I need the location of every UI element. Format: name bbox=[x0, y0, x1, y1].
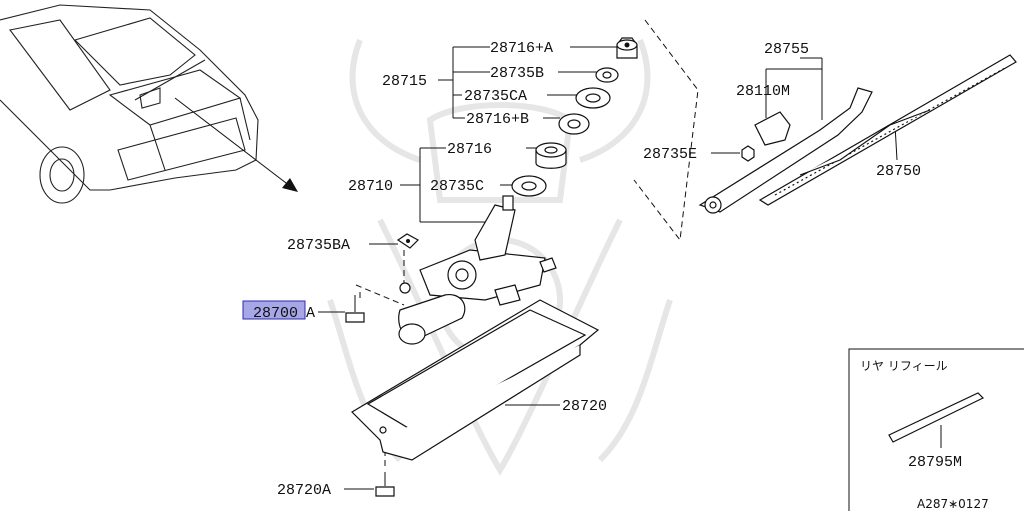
label-28716B[interactable]: 28716+B bbox=[466, 111, 529, 128]
bolt-28700A bbox=[345, 295, 365, 323]
label-28110M[interactable]: 28110M bbox=[736, 83, 790, 100]
label-28735BA[interactable]: 28735BA bbox=[287, 237, 350, 254]
washer-28735CA bbox=[575, 87, 611, 109]
label-28710[interactable]: 28710 bbox=[348, 178, 393, 195]
label-28795M[interactable]: 28795M bbox=[908, 454, 962, 471]
cap-28110M bbox=[754, 111, 791, 146]
bracket-28710 bbox=[400, 147, 488, 223]
nut-28716A bbox=[616, 37, 638, 59]
label-28735B[interactable]: 28735B bbox=[490, 65, 544, 82]
label-28716[interactable]: 28716 bbox=[447, 141, 492, 158]
part-labels: 28716+A 28735B 28715 28735CA 28716+B 287… bbox=[253, 40, 989, 511]
cover-28720 bbox=[351, 299, 600, 461]
label-28700A-suffix[interactable]: A bbox=[306, 305, 315, 322]
wiper-motor-28710 bbox=[398, 195, 557, 345]
label-28716A[interactable]: 28716+A bbox=[490, 40, 553, 57]
washer-28716B bbox=[558, 113, 590, 135]
bushing-28716 bbox=[535, 142, 567, 169]
nut-28735E bbox=[741, 145, 755, 162]
label-28715[interactable]: 28715 bbox=[382, 73, 427, 90]
leader-lines bbox=[318, 46, 898, 490]
screw-28720A bbox=[375, 472, 395, 497]
car-illustration bbox=[0, 4, 259, 204]
clip-28735BA bbox=[396, 233, 419, 249]
label-28720A[interactable]: 28720A bbox=[277, 482, 331, 499]
bracket-28715 bbox=[438, 46, 490, 119]
label-28735CA[interactable]: 28735CA bbox=[464, 88, 527, 105]
highlight-28700 bbox=[242, 300, 306, 320]
label-28735C[interactable]: 28735C bbox=[430, 178, 484, 195]
label-28735E[interactable]: 28735E bbox=[643, 146, 697, 163]
washer-28735C bbox=[511, 175, 547, 197]
label-28720[interactable]: 28720 bbox=[562, 398, 607, 415]
washer-28735B bbox=[595, 67, 619, 83]
label-28750[interactable]: 28750 bbox=[876, 163, 921, 180]
inset-box bbox=[848, 348, 1024, 511]
wiper-arm-28755 bbox=[698, 87, 873, 214]
label-28755[interactable]: 28755 bbox=[764, 41, 809, 58]
reference-code: A287∗0127 bbox=[917, 497, 989, 511]
label-28700A-number[interactable]: 28700 bbox=[253, 305, 298, 322]
direction-arrow bbox=[174, 97, 298, 192]
wiper-blade-28750 bbox=[758, 54, 1017, 206]
inset-title: リヤ リフィール bbox=[860, 359, 948, 373]
